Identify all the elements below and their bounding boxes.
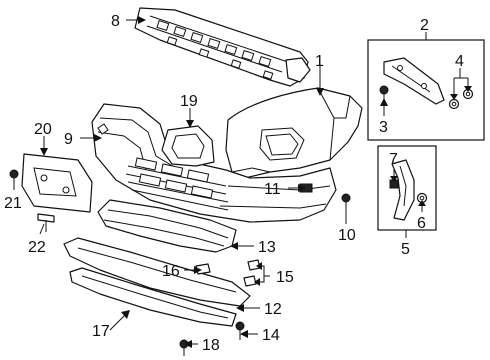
license-bracket — [21, 153, 93, 213]
splash-shield — [69, 267, 237, 327]
callout-9: 9 — [64, 131, 73, 148]
clip-icon — [389, 179, 399, 189]
callout-22: 22 — [28, 239, 46, 256]
callout-14: 14 — [262, 327, 280, 344]
callout-19: 19 — [180, 93, 198, 110]
callout-labels: 1 2 3 4 5 6 7 8 9 10 11 12 13 14 15 16 1… — [4, 13, 464, 354]
fog-lamp-bezel — [161, 125, 215, 167]
callout-17: 17 — [92, 323, 110, 340]
bolt-14 — [235, 321, 245, 340]
callout-11: 11 — [264, 181, 281, 198]
callout-5: 5 — [401, 241, 410, 258]
callout-18: 18 — [202, 337, 220, 354]
callout-2: 2 — [420, 17, 429, 34]
upper-absorber-bar — [134, 7, 311, 87]
callout-10: 10 — [338, 227, 356, 244]
callout-15: 15 — [276, 269, 294, 286]
callout-3: 3 — [379, 119, 388, 136]
nut-icon — [448, 88, 474, 110]
callout-4: 4 — [455, 53, 464, 70]
callout-1: 1 — [315, 53, 324, 70]
clips-15 — [243, 259, 261, 287]
leader-lines — [13, 16, 472, 348]
callout-8: 8 — [111, 13, 120, 30]
callout-7: 7 — [389, 151, 398, 168]
bracket-kit-box — [367, 39, 485, 141]
stud-22 — [37, 213, 55, 232]
upper-bumper-cover — [225, 87, 363, 179]
lower-valance — [63, 237, 251, 307]
callout-20: 20 — [34, 121, 52, 138]
side-bracket-box — [377, 145, 437, 231]
callout-16: 16 — [162, 263, 180, 280]
callout-6: 6 — [417, 215, 426, 232]
front-bumper-fascia — [91, 103, 337, 223]
bolt-18 — [179, 339, 189, 356]
callout-13: 13 — [258, 239, 276, 256]
screw-21 — [9, 169, 19, 186]
callout-21: 21 — [4, 195, 22, 212]
callout-12: 12 — [264, 301, 282, 318]
